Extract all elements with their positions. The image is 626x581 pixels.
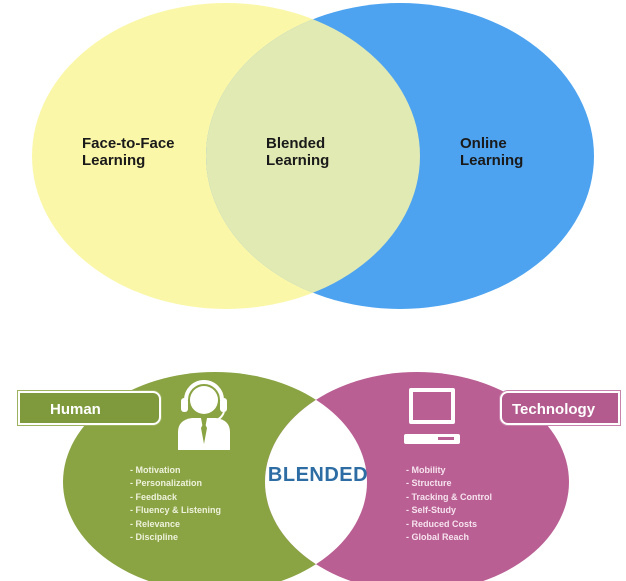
human-benefits-list: Motivation Personalization Feedback Flue… (130, 464, 222, 544)
blended-overlap (206, 3, 420, 309)
blended-center (265, 372, 367, 581)
technology-benefits-list: Mobility Structure Tracking & Control Se… (406, 464, 493, 544)
list-item: Fluency & Listening (130, 504, 222, 517)
list-item: Tracking & Control (406, 491, 493, 504)
list-item: Relevance (130, 518, 221, 531)
list-item: Mobility (406, 464, 492, 477)
blended-center-label: BLENDED (267, 464, 369, 486)
headset-person-icon (178, 380, 230, 450)
face-to-face-line-1: Face-to-Face (82, 135, 175, 152)
learning-venn-diagram: Face-to-Face Learning Blended Learning O… (32, 3, 594, 309)
human-tab: Human (18, 391, 161, 425)
face-to-face-label: Face-to-Face Learning (82, 135, 175, 169)
blended-line-2: Learning (266, 152, 330, 169)
list-item: Personalization (130, 477, 221, 490)
blended-human-technology-diagram: Human Technology Motivation Personalizat… (0, 360, 626, 581)
list-item: Self-Study (406, 504, 492, 517)
blended-line-1: Blended (266, 135, 326, 152)
list-item: Motivation (130, 464, 221, 477)
online-line-1: Online (460, 135, 507, 152)
list-item: Discipline (130, 531, 221, 544)
list-item: Feedback (130, 491, 221, 504)
venn-circles (32, 3, 594, 309)
face-to-face-line-2: Learning (82, 152, 146, 169)
online-learning-label: Online Learning (460, 135, 523, 169)
blended-learning-label: Blended Learning (266, 135, 329, 169)
list-item: Reduced Costs (406, 518, 492, 531)
online-line-2: Learning (460, 152, 524, 169)
list-item: Global Reach (406, 531, 492, 544)
technology-tab: Technology (500, 391, 620, 425)
computer-monitor-icon (404, 388, 460, 444)
list-item: Structure (406, 477, 492, 490)
